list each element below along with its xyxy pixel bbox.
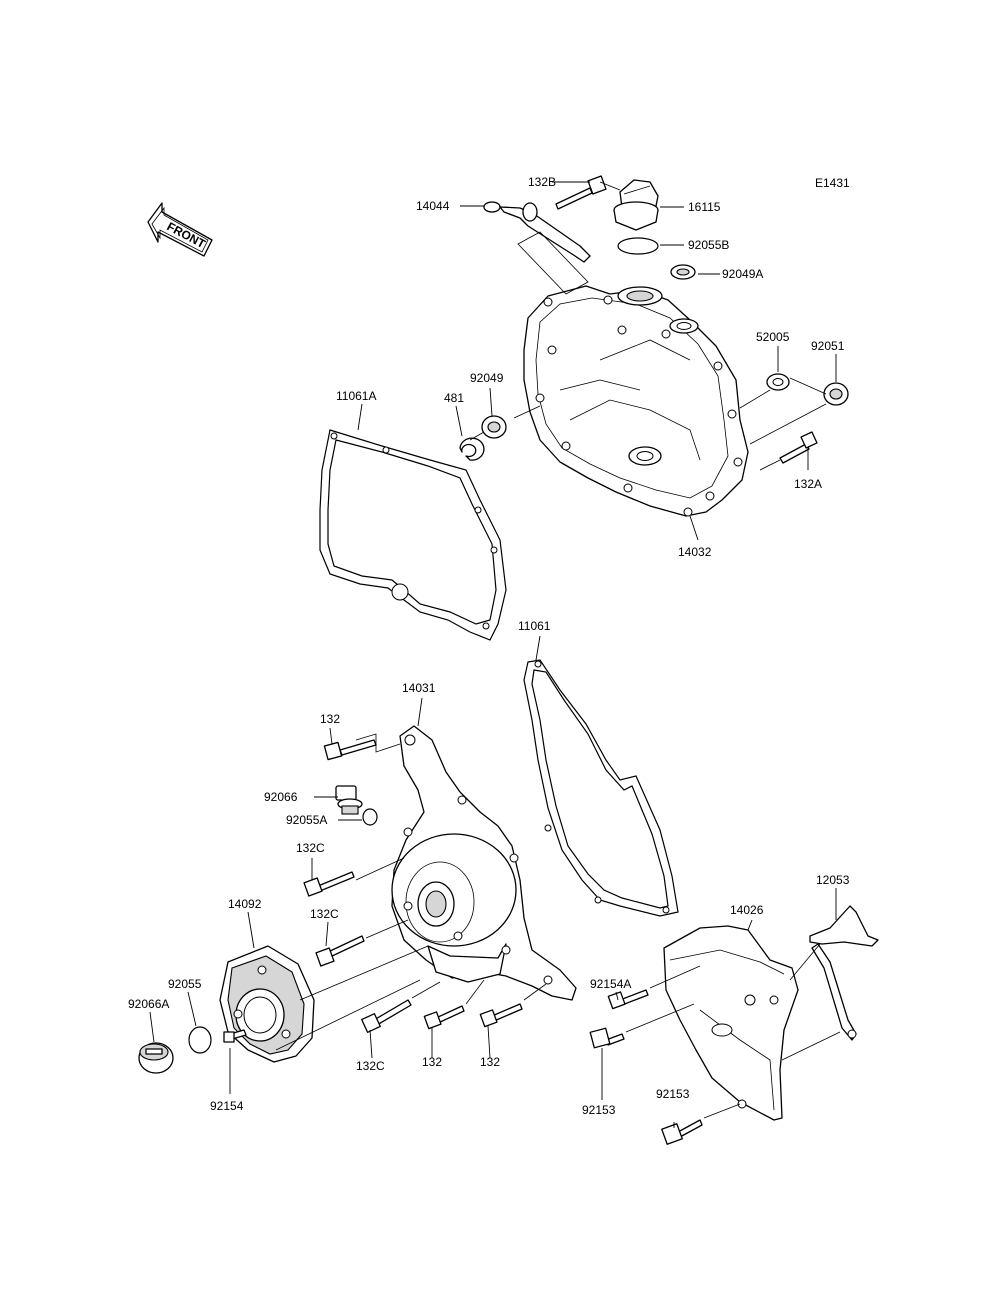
label-132A: 132A: [794, 477, 822, 491]
front-arrow-icon: FRONT: [147, 202, 213, 257]
label-132B: 132B: [528, 175, 556, 189]
outer-cover-14092[interactable]: [219, 945, 315, 1063]
label-132C-2: 132C: [310, 907, 339, 921]
bolt-132C-3[interactable]: [361, 999, 412, 1033]
label-92154A: 92154A: [590, 977, 631, 991]
circlip-481[interactable]: [459, 437, 485, 461]
bolt-92153-2[interactable]: [661, 1119, 703, 1145]
oil-seal-92049[interactable]: [481, 415, 507, 439]
bolt-132C-1[interactable]: [303, 871, 355, 897]
label-11061A: 11061A: [336, 389, 376, 403]
clutch-cover-14032[interactable]: [523, 285, 749, 517]
sprocket-cover-14026[interactable]: [663, 925, 799, 1121]
label-92066: 92066: [264, 790, 298, 804]
label-92066A: 92066A: [128, 997, 169, 1011]
label-132C-3: 132C: [356, 1059, 385, 1073]
label-52005: 52005: [756, 330, 790, 344]
bolt-132-bottom-1[interactable]: [423, 1005, 465, 1030]
label-14026: 14026: [730, 903, 764, 917]
oil-cap-16115[interactable]: [613, 179, 659, 231]
gasket-11061A[interactable]: [319, 429, 507, 641]
diagram-code: E1431: [815, 176, 850, 190]
o-ring-92055[interactable]: [188, 1026, 212, 1054]
label-92153-2: 92153: [656, 1087, 690, 1101]
o-ring-92055B[interactable]: [617, 237, 659, 255]
screw-92154[interactable]: [223, 1029, 247, 1043]
label-14092: 14092: [228, 897, 262, 911]
label-92153-1: 92153: [582, 1103, 616, 1117]
label-92049A: 92049A: [722, 267, 763, 281]
bolt-132-bottom-2[interactable]: [479, 1003, 523, 1028]
o-ring-92055A[interactable]: [362, 808, 378, 826]
label-132-bottom-1: 132: [422, 1055, 442, 1069]
label-92049: 92049: [470, 371, 504, 385]
oil-seal-92049A[interactable]: [670, 264, 696, 280]
label-14044: 14044: [416, 199, 450, 213]
cap-92066A[interactable]: [138, 1042, 174, 1074]
bearing-52005[interactable]: [766, 373, 790, 391]
part-labels: 132B 14044 16115 92055B 92049A 52005 920…: [128, 175, 850, 1117]
bolt-132-top[interactable]: [323, 739, 377, 761]
label-92055B: 92055B: [688, 238, 729, 252]
bolt-132B[interactable]: [555, 175, 607, 210]
label-14031: 14031: [402, 681, 436, 695]
label-92051: 92051: [811, 339, 845, 353]
bracket-12053[interactable]: [809, 905, 879, 1041]
bracket-14044[interactable]: [483, 201, 591, 295]
bolt-92154A[interactable]: [607, 989, 649, 1010]
bolt-132C-2[interactable]: [315, 935, 365, 967]
gasket-11061[interactable]: [523, 659, 679, 917]
label-12053: 12053: [816, 873, 850, 887]
label-16115: 16115: [688, 200, 721, 214]
label-132-top: 132: [320, 712, 340, 726]
label-132C-1: 132C: [296, 841, 325, 855]
plug-92066[interactable]: [335, 785, 363, 815]
label-92154: 92154: [210, 1099, 244, 1113]
generator-cover-14031[interactable]: [391, 725, 577, 1001]
label-92055A: 92055A: [286, 813, 327, 827]
label-11061: 11061: [518, 619, 551, 633]
leader-lines: [149, 181, 841, 1128]
bolt-132A[interactable]: [779, 431, 818, 464]
label-92055: 92055: [168, 977, 202, 991]
label-481: 481: [444, 391, 464, 405]
label-132-bottom-2: 132: [480, 1055, 500, 1069]
label-14032: 14032: [678, 545, 712, 559]
bolt-92153-1[interactable]: [589, 1027, 625, 1049]
oil-seal-92051[interactable]: [823, 382, 849, 406]
